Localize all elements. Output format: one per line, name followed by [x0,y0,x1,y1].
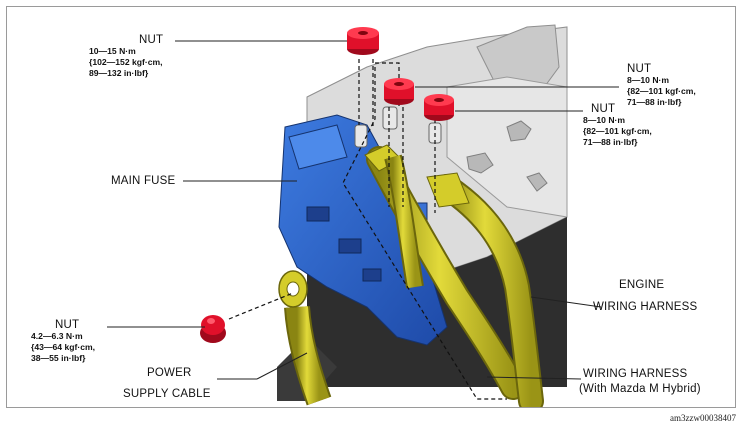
nut-top-right-part [384,78,414,105]
spec-line: {43—64 kgf·cm, [31,342,96,352]
nut-lower-left-spec: 4.2—6.3 N·m {43—64 kgf·cm, 38—55 in·lbf} [31,331,95,364]
nut-lower-left-label: NUT 4.2—6.3 N·m {43—64 kgf·cm, 38—55 in·… [31,319,95,364]
illustration [107,24,619,407]
figure-id: am3zzw00038407 [670,413,736,423]
spec-line: {82—101 kgf·cm, [627,86,696,96]
main-fuse-label: MAIN FUSE [111,175,176,187]
nut-right-title: NUT [591,103,616,115]
nut-top-left-label: NUT 10—15 N·m {102—152 kgf·cm, 89—132 in… [89,34,164,79]
spec-line: 8—10 N·m [583,115,626,125]
nut-top-right-spec: 8—10 N·m {82—101 kgf·cm, 71—88 in·lbf} [627,75,696,108]
nut-parts [200,27,454,343]
spec-line: 8—10 N·m [627,75,670,85]
engine-wiring-harness-label-line1: ENGINE [619,279,665,291]
wiring-harness-hybrid-label-line2: (With Mazda M Hybrid) [579,383,701,395]
diagram-frame: NUT 10—15 N·m {102—152 kgf·cm, 89—132 in… [6,6,736,408]
leader-lines [107,40,619,380]
nut-top-left-title: NUT [139,34,164,46]
nut-top-left-part [347,27,379,55]
cables [278,144,544,407]
spec-line: 71—88 in·lbf} [627,97,682,107]
power-supply-cable-label-line2: SUPPLY CABLE [123,388,211,400]
spec-line: 89—132 in·lbf} [89,68,149,78]
nut-top-right-label: NUT 8—10 N·m {82—101 kgf·cm, 71—88 in·lb… [627,63,696,108]
spec-line: 10—15 N·m [89,46,136,56]
engine-wiring-harness-label-line2: WIRING HARNESS [593,301,698,313]
wiring-harness-hybrid-label-line1: WIRING HARNESS [583,368,688,380]
spec-line: {102—152 kgf·cm, [89,57,163,67]
nut-right-spec: 8—10 N·m {82—101 kgf·cm, 71—88 in·lbf} [583,115,652,148]
power-supply-cable-label-line1: POWER [147,367,192,379]
nut-lower-left-part [200,315,226,343]
spec-line: 4.2—6.3 N·m [31,331,83,341]
spec-line: 71—88 in·lbf} [583,137,638,147]
nut-lower-left-title: NUT [55,319,80,331]
guide-lines [228,59,507,400]
nut-right-label: NUT 8—10 N·m {82—101 kgf·cm, 71—88 in·lb… [583,103,652,148]
nut-top-left-spec: 10—15 N·m {102—152 kgf·cm, 89—132 in·lbf… [89,46,163,79]
nut-top-right-title: NUT [627,63,652,75]
spec-line: {82—101 kgf·cm, [583,126,652,136]
main-fuse-part [278,114,448,346]
nut-right-part [424,94,454,121]
spec-line: 38—55 in·lbf} [31,353,86,363]
